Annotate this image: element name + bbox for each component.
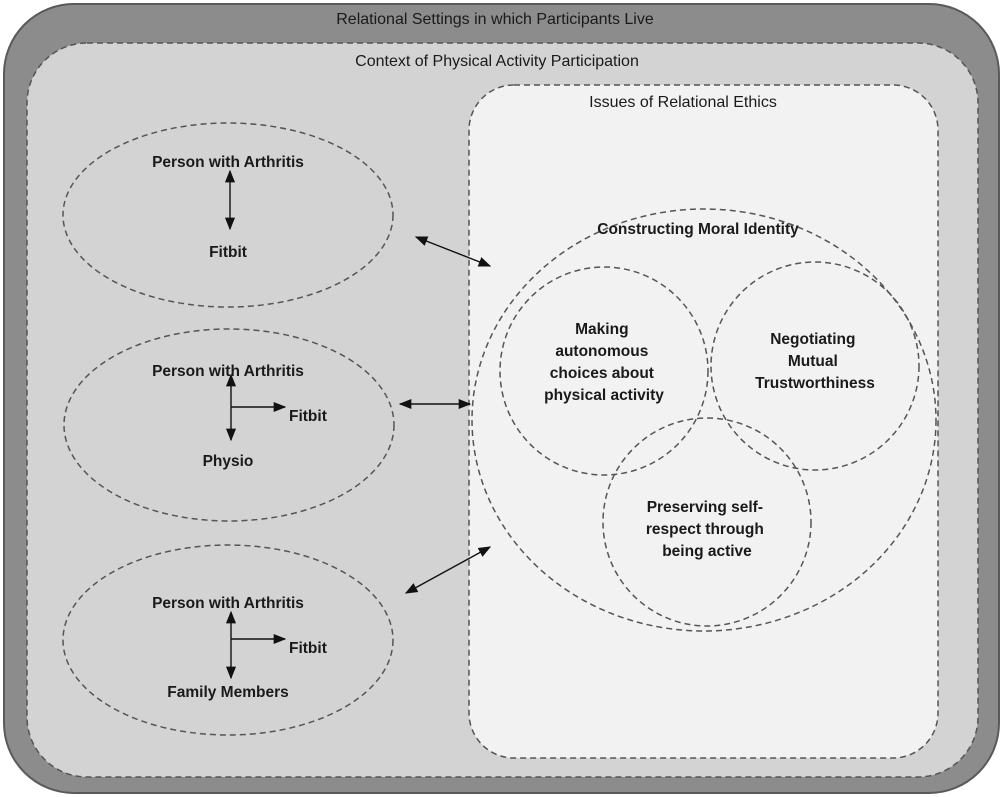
- physio-label: Physio: [203, 453, 254, 470]
- autonomy-label: Making autonomous choices about physical…: [544, 321, 664, 404]
- self-respect-label: Preserving self- respect through being a…: [646, 499, 768, 560]
- self-respect-circle: [602, 417, 812, 627]
- context-title: Context of Physical Activity Participati…: [355, 53, 639, 70]
- moral-identity-title: Constructing Moral Identity: [597, 221, 799, 238]
- ethics-title: Issues of Relational Ethics: [589, 94, 777, 111]
- trust-circle: [710, 261, 920, 471]
- person-with-arthritis-label: Person with Arthritis: [152, 595, 304, 612]
- relational-settings-title: Relational Settings in which Participant…: [336, 11, 654, 28]
- fitbit-label: Fitbit: [289, 408, 327, 425]
- person-with-arthritis-label: Person with Arthritis: [152, 363, 304, 380]
- relationship-fitbit: Person with Arthritis Fitbit: [62, 122, 394, 308]
- fitbit-label: Fitbit: [289, 640, 327, 657]
- connector-arrow-top: [414, 236, 492, 267]
- family-members-label: Family Members: [167, 684, 288, 701]
- trust-label: Negotiating Mutual Trustworthiness: [755, 331, 875, 392]
- relationship-physio: Person with Arthritis Fitbit Physio: [63, 328, 395, 522]
- moral-identity-group: Constructing Moral Identity Making auton…: [471, 208, 937, 632]
- relationship-family: Person with Arthritis Fitbit Family Memb…: [62, 544, 394, 736]
- fitbit-label: Fitbit: [209, 244, 247, 261]
- autonomy-circle: [499, 266, 709, 476]
- ethics-box: Issues of Relational Ethics: [468, 84, 939, 759]
- person-with-arthritis-label: Person with Arthritis: [152, 154, 304, 171]
- connector-arrow-bottom: [404, 546, 492, 594]
